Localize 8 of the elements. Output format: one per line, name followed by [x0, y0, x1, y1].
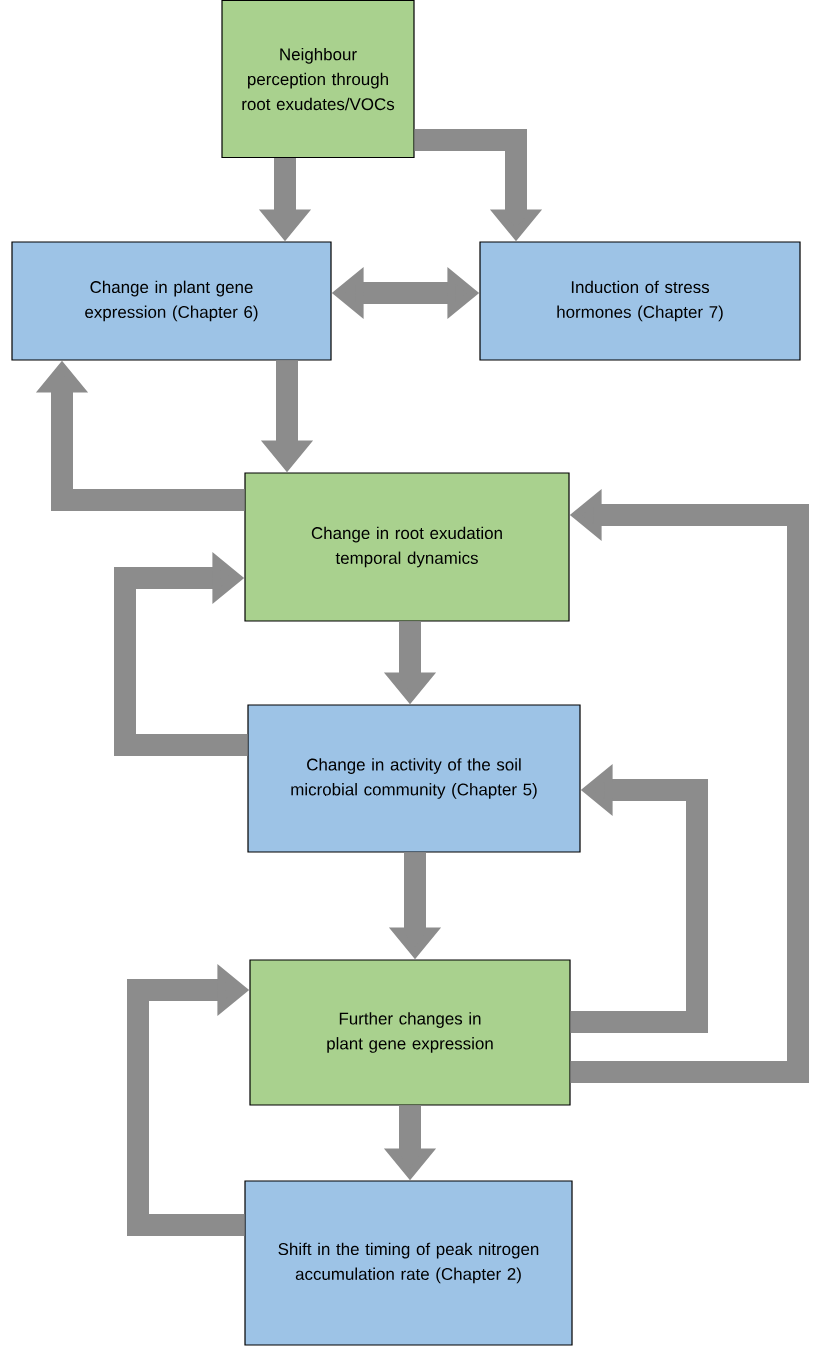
- process-box: Change in root exudation temporal dynamics: [244, 472, 570, 622]
- process-box: Change in activity of the soil microbial community (Chapter 5): [247, 704, 581, 853]
- process-box: Change in plant gene expression (Chapter 6): [11, 241, 332, 361]
- process-box: Further changes in plant gene expression: [249, 959, 571, 1106]
- process-box: Neighbour perception through root exudates/VOCs: [221, 0, 415, 159]
- block-arrow: [114, 551, 248, 756]
- process-box: Shift in the timing of peak nitrogen accumulation rate (Chapter 2): [244, 1180, 573, 1346]
- process-box: Induction of stress hormones (Chapter 7): [479, 241, 801, 361]
